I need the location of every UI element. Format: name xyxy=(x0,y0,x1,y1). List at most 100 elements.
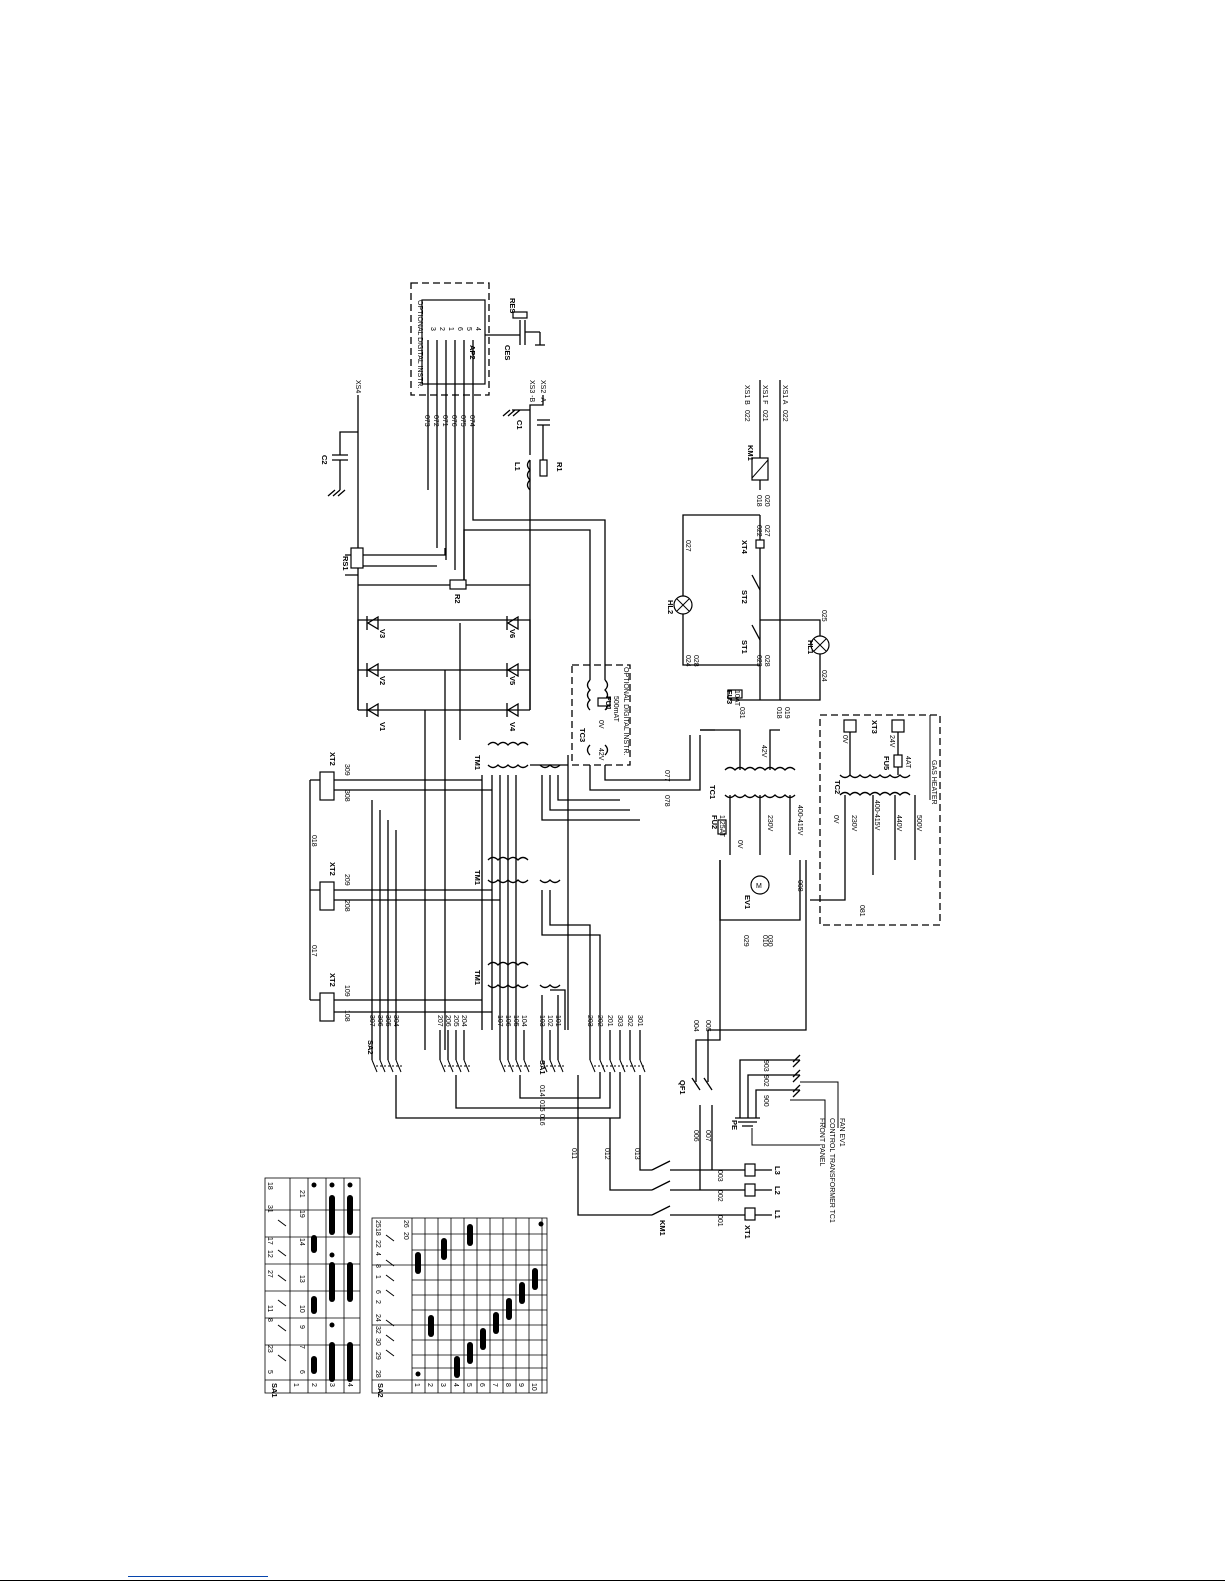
tc3-tap: 42V xyxy=(597,748,604,761)
sa1-mark xyxy=(347,1342,353,1382)
wire-label: 030 xyxy=(766,935,773,947)
xt3-label: XT3 xyxy=(870,720,879,734)
c1-label: C1 xyxy=(515,420,524,430)
km1-coil-slash xyxy=(751,459,769,479)
tm1-label: TM1 xyxy=(473,870,482,885)
svg-text:20: 20 xyxy=(402,1232,409,1240)
sa1-table-rows xyxy=(265,1236,360,1346)
svg-text:29: 29 xyxy=(374,1352,381,1360)
sa1-table-grid xyxy=(265,1178,360,1393)
wire-label: 309 xyxy=(343,764,350,776)
svg-text:022: 022 xyxy=(781,410,788,422)
svg-text:6: 6 xyxy=(478,1383,485,1387)
sa2-mark xyxy=(467,1224,473,1246)
ap2-pin: 3 xyxy=(429,327,436,331)
svg-text:9: 9 xyxy=(298,1325,305,1329)
xt1-terminal-2 xyxy=(744,1183,756,1197)
wire-label: 074 xyxy=(468,415,475,427)
sa2-mark xyxy=(519,1282,525,1304)
sa2-contact-labels: 28 29 30 32 24 2 6 1 8 4 22 18 25 20 26 xyxy=(374,1220,409,1378)
svg-text:6: 6 xyxy=(298,1370,305,1374)
wire-label: 081 xyxy=(858,905,865,917)
bridge-ac-leads xyxy=(358,623,530,1050)
front-panel-label: FRONT PANEL xyxy=(818,1118,825,1166)
xt2-block-1 xyxy=(319,992,335,1022)
hl1-label: HL1 xyxy=(806,640,815,654)
rs1-shunt xyxy=(350,547,364,569)
c1-branch xyxy=(529,395,550,460)
sa1-mark xyxy=(329,1195,335,1235)
fu3-fuse xyxy=(727,689,743,699)
wire-label: 075 xyxy=(459,415,466,427)
sa2-mark xyxy=(493,1312,499,1334)
phase-l3-label: L3 xyxy=(773,1166,782,1175)
svg-text:32: 32 xyxy=(374,1326,381,1334)
tc3-tap: 0V xyxy=(597,720,604,729)
svg-text:019: 019 xyxy=(783,707,790,719)
pe-label: PE xyxy=(730,1120,739,1130)
svg-text:8: 8 xyxy=(374,1264,381,1268)
xt1-terminal-3 xyxy=(744,1163,756,1177)
gas-heater-section: GAS HEATER TC2 0V 230V 400-415V 440V 500… xyxy=(810,714,941,926)
tc2-label: TC2 xyxy=(833,780,842,794)
wire-label: 005 xyxy=(704,1020,711,1032)
wire-label: 006 xyxy=(692,1130,699,1142)
tm1-windings xyxy=(487,741,561,769)
tc2-tap: 400-415V xyxy=(873,800,880,831)
svg-text:307: 307 xyxy=(368,1015,375,1027)
tc2-windings xyxy=(839,774,911,796)
r2-resistor xyxy=(449,579,467,590)
wire-label: 076 xyxy=(450,415,457,427)
ap2-dashed-frame xyxy=(410,282,490,396)
sa1-truth-table: SA1 1 2 3 4 5 23 8 11 27 12 17 31 18 6 7… xyxy=(264,1177,361,1398)
ap2-pin: 5 xyxy=(465,327,472,331)
footer-rule xyxy=(0,1580,1225,1581)
xt4-label: XT4 xyxy=(740,540,749,555)
xt3-terminal-24v xyxy=(891,719,905,733)
svg-text:207: 207 xyxy=(436,1015,443,1027)
sa2-mark xyxy=(467,1342,473,1364)
svg-text:30: 30 xyxy=(374,1338,381,1346)
svg-text:103: 103 xyxy=(538,1015,545,1027)
wire-label: 902 xyxy=(762,1075,769,1087)
sa1-dot xyxy=(329,1252,335,1258)
svg-text:26: 26 xyxy=(402,1220,409,1228)
svg-text:13: 13 xyxy=(298,1275,305,1283)
svg-text:8: 8 xyxy=(266,1318,273,1322)
ap2-pin: 4 xyxy=(474,327,481,331)
svg-text:305: 305 xyxy=(384,1015,391,1027)
tm1-label: TM1 xyxy=(473,970,482,985)
wire-label: 208 xyxy=(343,900,350,912)
wire-label: 002 xyxy=(716,1190,723,1202)
sa2-feeds xyxy=(371,800,397,1060)
ces-res-network xyxy=(485,320,545,346)
control-branches xyxy=(682,380,780,700)
pe-ground: PE 900 902 903 FRONT PANEL CONTROL TRANS… xyxy=(730,1054,845,1223)
mains-leads xyxy=(755,1169,772,1216)
sa1-mark xyxy=(329,1342,335,1382)
xt2-block-2 xyxy=(319,881,335,911)
tc2-tap: 0V xyxy=(832,815,839,824)
wire-label: 012 xyxy=(603,1148,610,1160)
ev1-label: EV1 xyxy=(743,895,752,909)
sa2-row-labels: 1 2 3 4 5 6 7 8 9 10 xyxy=(413,1383,537,1391)
tm1-taps xyxy=(541,890,601,1030)
wire-label: 108 xyxy=(343,1010,350,1022)
sa1-table-frame xyxy=(264,1177,361,1394)
fu5-rating: 4AT xyxy=(904,756,911,769)
wire-label: 013 xyxy=(633,1148,640,1160)
control-rail xyxy=(700,380,781,731)
sa1-row-label: 2 xyxy=(310,1383,317,1387)
km1-coil-label: KM1 xyxy=(746,445,755,461)
xt3-terminal-0v xyxy=(843,719,857,733)
st1-label: ST1 xyxy=(740,640,749,654)
svg-text:205: 205 xyxy=(452,1015,459,1027)
svg-text:14: 14 xyxy=(298,1238,305,1246)
tc1-tap: 400-415V xyxy=(796,805,803,836)
svg-text:027: 027 xyxy=(763,525,770,537)
ap2-pins: 3 2 1 6 5 4 xyxy=(429,327,481,331)
tc1-primary-loop xyxy=(719,860,801,921)
svg-text:304: 304 xyxy=(392,1015,399,1027)
svg-text:203: 203 xyxy=(586,1015,593,1027)
sa1-dot xyxy=(311,1182,317,1188)
